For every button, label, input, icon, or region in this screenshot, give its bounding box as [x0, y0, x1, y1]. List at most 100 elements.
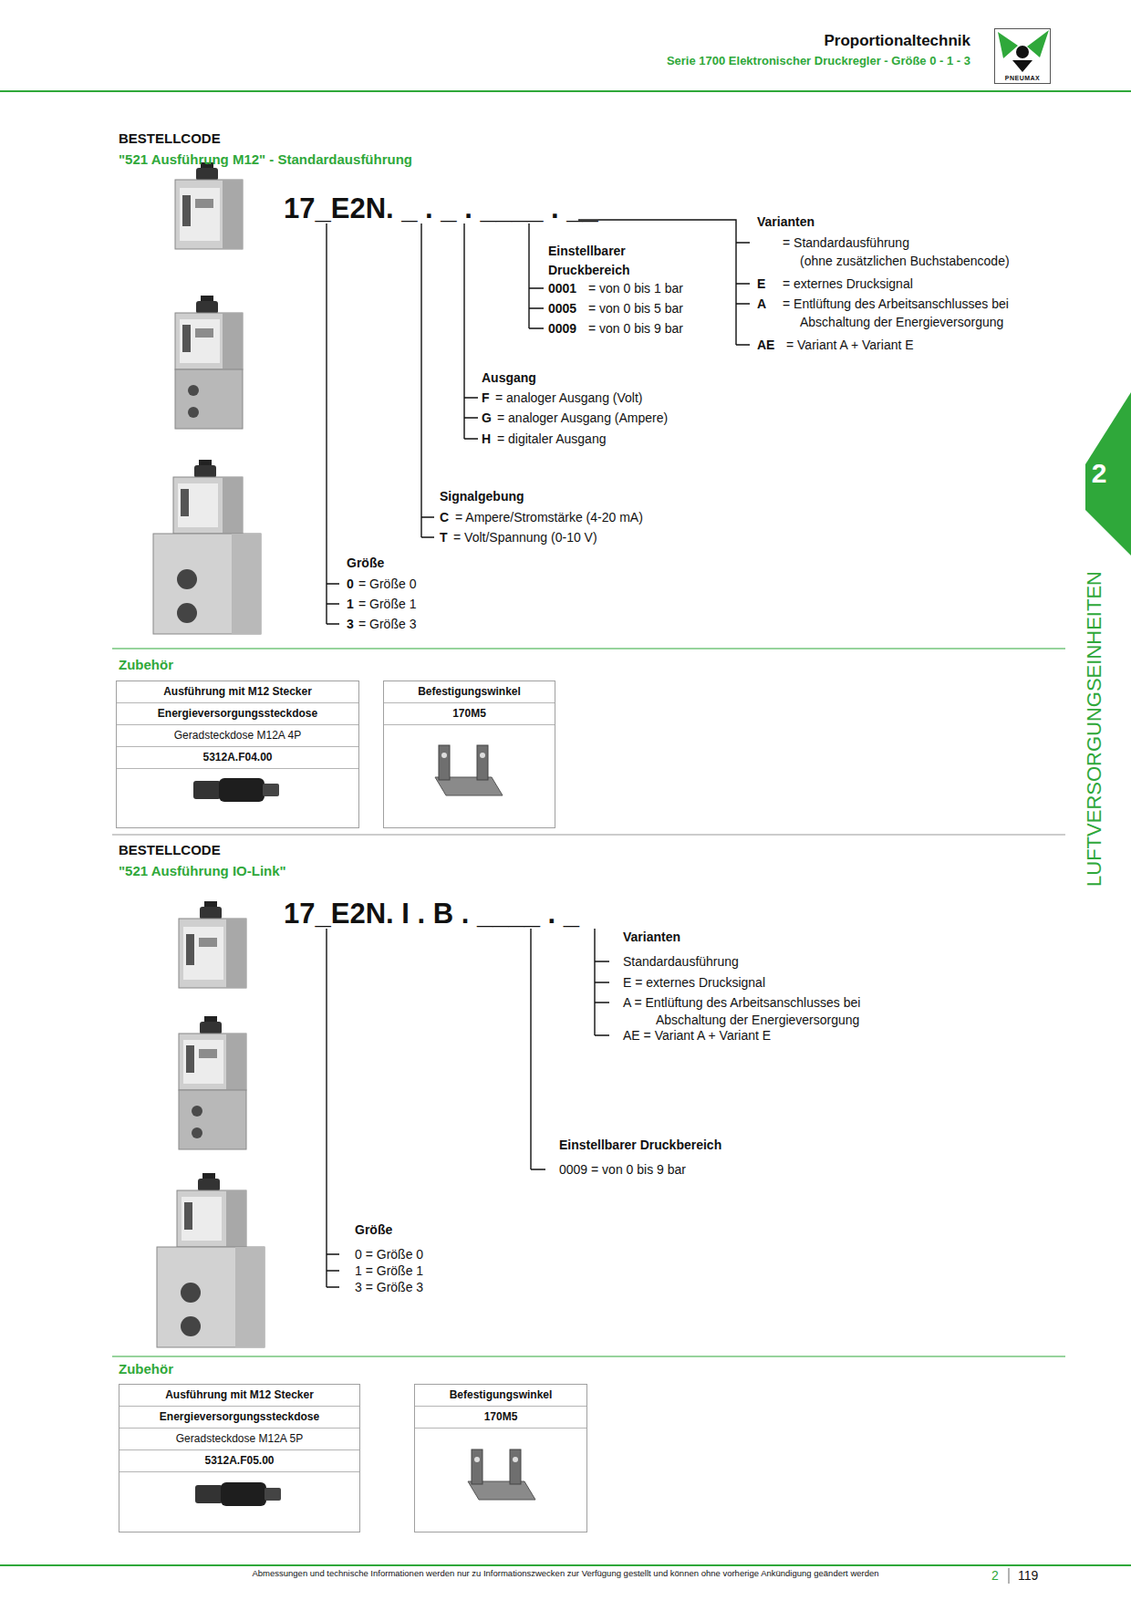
tab-fill	[1085, 392, 1131, 556]
option-text: = externes Drucksignal	[782, 276, 914, 291]
page-separator	[1008, 1567, 1010, 1584]
section-heading: BESTELLCODE	[118, 841, 221, 858]
option-code: H	[481, 431, 491, 447]
option-code: 0001	[548, 280, 577, 296]
section-rule	[112, 648, 1066, 650]
option-code: G	[481, 410, 492, 426]
option-text: = von 0 bis 5 bar	[588, 300, 684, 316]
option-text: = von 0 bis 1 bar	[588, 280, 684, 296]
brand-logo: PNEUMAX	[994, 28, 1051, 84]
logo-blade	[997, 31, 1018, 59]
brand-name: PNEUMAX	[995, 74, 1050, 82]
option-text: A = Entlüftung des Arbeitsanschlusses be…	[622, 995, 861, 1010]
table-header: Ausführung mit M12 Stecker	[116, 681, 359, 704]
page-number: 119	[1017, 1567, 1038, 1583]
option-text: 1 = Größe 1	[354, 1263, 424, 1278]
option-text: = Größe 1	[358, 596, 416, 612]
option-text: = Volt/Spannung (0-10 V)	[453, 529, 598, 545]
group-heading: Varianten	[757, 214, 815, 229]
plug-photo	[195, 1482, 281, 1506]
option-text: = Größe 3	[358, 616, 416, 632]
option-text: E = externes Drucksignal	[622, 975, 766, 990]
option-text: Abschaltung der Energieversorgung	[799, 314, 1004, 330]
option-text: = analoger Ausgang (Volt)	[495, 390, 644, 405]
group-heading: Signalgebung	[439, 488, 525, 504]
option-code: A	[757, 296, 767, 312]
option-text: = Ampere/Stromstärke (4-20 mA)	[455, 509, 644, 525]
option-text: Standardausführung	[622, 954, 739, 969]
code-tree-lines	[326, 928, 610, 1287]
option-code: 0009	[548, 321, 577, 336]
logo-hub	[1016, 45, 1029, 59]
option-text: 0009 = von 0 bis 9 bar	[559, 1162, 686, 1177]
section-subheading: "521 Ausführung IO-Link"	[118, 862, 287, 879]
group-heading: Größe	[346, 555, 384, 571]
option-code: 0005	[548, 300, 577, 316]
group-heading: Einstellbarer	[548, 243, 626, 259]
series-subtitle: Serie 1700 Elektronischer Druckregler - …	[666, 54, 971, 69]
option-text: = Entlüftung des Arbeitsanschlusses bei	[782, 296, 1009, 312]
option-text: (ohne zusätzlichen Buchstabencode)	[799, 253, 1010, 269]
option-text: = Standardausführung	[782, 235, 910, 250]
group-heading: Einstellbarer Druckbereich	[559, 1137, 722, 1152]
option-text: 3 = Größe 3	[354, 1279, 424, 1295]
table-cell: Geradsteckdose M12A 4P	[116, 725, 359, 748]
option-text: = analoger Ausgang (Ampere)	[497, 410, 668, 426]
order-code: 17_E2N. _ . _ . ____ . __	[283, 192, 599, 226]
option-text: Abschaltung der Energieversorgung	[655, 1012, 860, 1028]
section-heading: BESTELLCODE	[118, 130, 221, 146]
table-header: Befestigungswinkel	[415, 1384, 587, 1407]
option-code: T	[439, 529, 448, 545]
table-cell: 170M5	[415, 1406, 587, 1429]
footer-note: Abmessungen und technische Informationen…	[251, 1568, 879, 1579]
logo-blade	[1027, 30, 1049, 58]
option-code: 3	[346, 616, 354, 632]
section-rule	[112, 1356, 1066, 1358]
option-code: AE	[757, 337, 775, 353]
group-heading: Ausgang	[481, 370, 537, 385]
bracket-photo	[467, 1449, 536, 1500]
code-tree-lines	[326, 219, 750, 624]
table-cell: Energieversorgungssteckdose	[116, 703, 359, 726]
option-text: = Variant A + Variant E	[786, 337, 914, 353]
product-photo	[178, 901, 247, 988]
option-code: F	[481, 390, 490, 405]
option-code: C	[439, 509, 449, 525]
product-photo	[156, 1172, 265, 1348]
plug-photo	[193, 778, 280, 802]
table-cell: 5312A.F04.00	[116, 747, 359, 769]
table-cell: Geradsteckdose M12A 5P	[119, 1428, 360, 1451]
page-title: Proportionaltechnik	[823, 31, 971, 51]
logo-blade	[1012, 60, 1033, 73]
chapter-label: LUFTVERSORGUNGSEINHEITEN	[1082, 570, 1106, 887]
option-text: 0 = Größe 0	[354, 1246, 424, 1262]
footer-rule	[0, 1564, 1131, 1567]
table-cell: 5312A.F05.00	[119, 1450, 360, 1473]
table-header: Ausführung mit M12 Stecker	[119, 1384, 360, 1407]
table-cell: 170M5	[383, 703, 555, 726]
chapter-tab: 2	[1085, 392, 1131, 556]
product-photo	[175, 295, 243, 429]
option-text: = von 0 bis 9 bar	[588, 321, 684, 336]
table-header: Befestigungswinkel	[383, 681, 555, 704]
accessory-table: Ausführung mit M12 SteckerEnergieversorg…	[115, 680, 360, 829]
option-code: E	[757, 276, 766, 291]
product-photo	[175, 162, 243, 250]
product-photo	[178, 1016, 247, 1150]
option-text: = Größe 0	[358, 576, 416, 592]
chapter-number: 2	[1085, 459, 1113, 488]
option-text: AE = Variant A + Variant E	[622, 1027, 771, 1043]
option-text: = digitaler Ausgang	[497, 431, 606, 447]
section-divider	[112, 834, 1066, 836]
accessory-table: Befestigungswinkel170M5	[414, 1383, 588, 1533]
order-code: 17_E2N. I . B . ____ . _	[283, 897, 580, 931]
accessory-table: Ausführung mit M12 SteckerEnergieversorg…	[118, 1383, 361, 1533]
accessory-table: Befestigungswinkel170M5	[383, 680, 556, 829]
header-rule	[0, 90, 1131, 93]
section-subheading: "521 Ausführung M12" - Standardausführun…	[118, 151, 413, 167]
bracket-photo	[435, 745, 503, 796]
group-heading: Druckbereich	[548, 262, 630, 278]
section-label: Zubehör	[118, 1360, 174, 1377]
section-label: Zubehör	[118, 656, 174, 673]
